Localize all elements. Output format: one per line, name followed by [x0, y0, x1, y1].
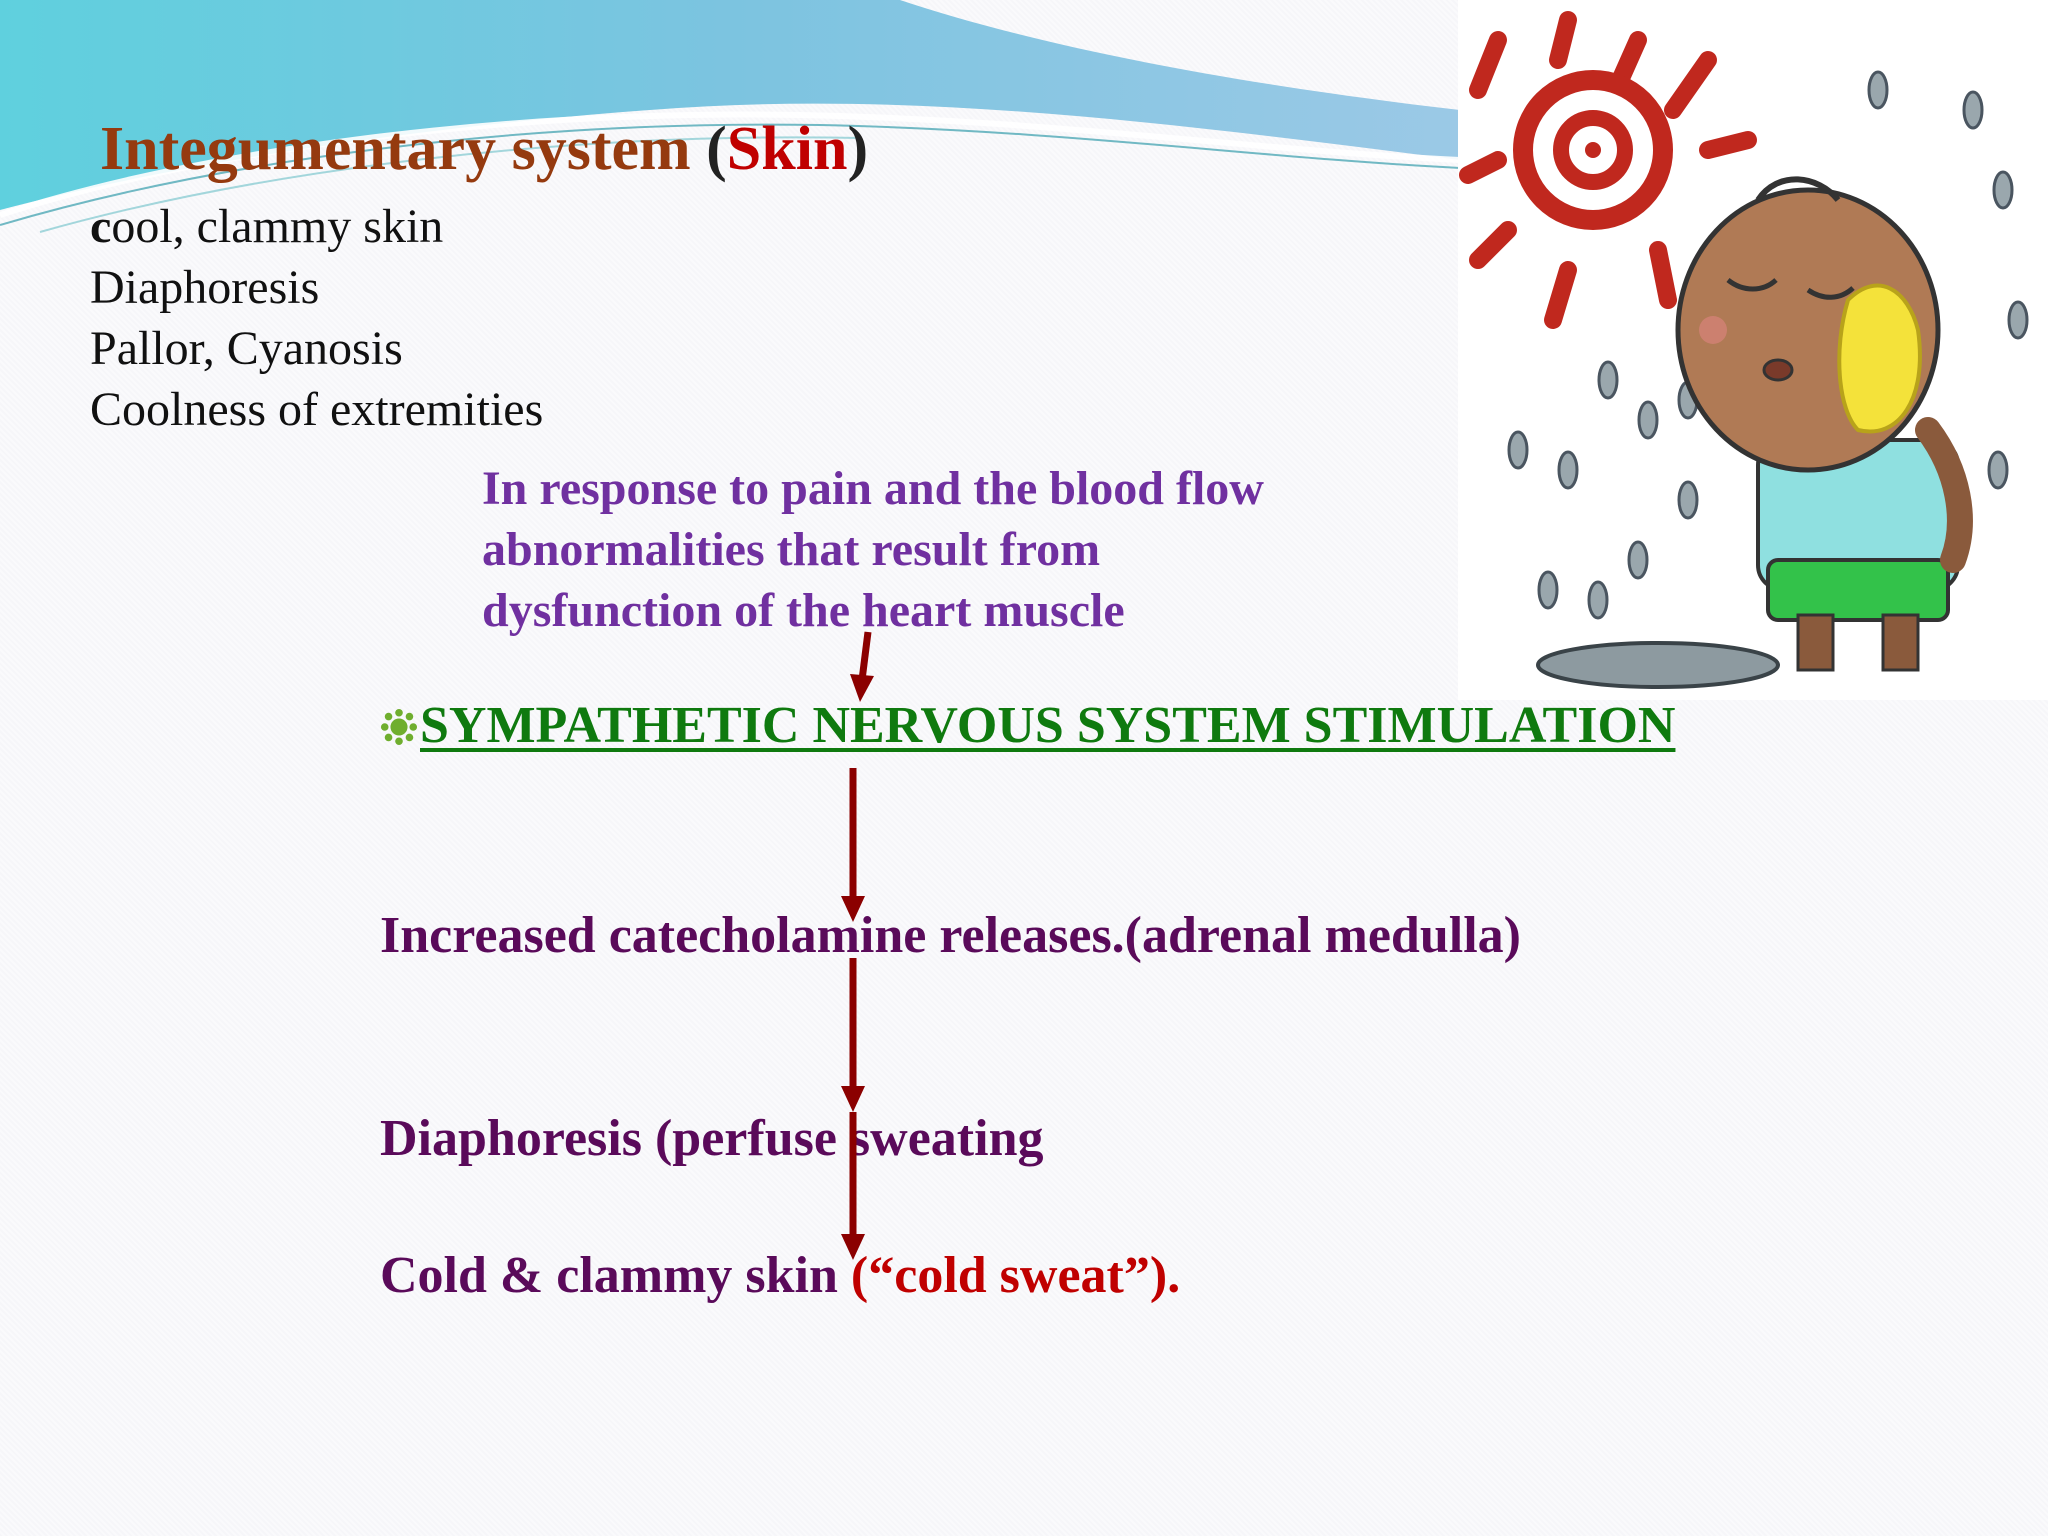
header-wave-decoration	[0, 0, 1460, 233]
title-main: Integumentary system	[100, 115, 691, 183]
symptom-text: ool, clammy skin	[111, 200, 444, 253]
symptom-item: Coolness of extremities	[90, 379, 543, 440]
starburst-bullet-icon	[380, 708, 418, 746]
sns-heading-text: SYMPATHETIC NERVOUS SYSTEM STIMULATION	[420, 697, 1676, 754]
symptom-item: Pallor, Cyanosis	[90, 318, 543, 379]
symptom-text: Diaphoresis	[90, 261, 320, 314]
response-line: In response to pain and the blood flow	[482, 462, 1264, 515]
symptom-first-letter: c	[90, 200, 112, 253]
title-emphasis: Skin	[726, 115, 848, 183]
sns-heading: SYMPATHETIC NERVOUS SYSTEM STIMULATION	[380, 700, 1675, 752]
title-open-paren: (	[706, 115, 727, 183]
step-diaphoresis: Diaphoresis (perfuse sweating	[380, 1110, 1044, 1167]
response-line: dysfunction of the heart muscle	[482, 584, 1125, 637]
symptom-item: cool, clammy skin	[90, 196, 543, 257]
symptom-text: Coolness of extremities	[90, 383, 544, 436]
sweating-child-sun-illustration	[1458, 0, 2048, 700]
step3-main: Cold & clammy skin	[380, 1247, 851, 1304]
symptom-item: Diaphoresis	[90, 257, 543, 318]
title-close-paren: )	[847, 115, 869, 183]
response-text: In response to pain and the blood flow a…	[482, 458, 1264, 641]
arrow-step1-to-step2-head	[841, 1086, 865, 1112]
response-line: abnormalities that result from	[482, 523, 1101, 576]
symptom-list: cool, clammy skin Diaphoresis Pallor, Cy…	[90, 196, 543, 440]
slide-title: Integumentary system (Skin)	[100, 118, 868, 180]
step3-emphasis: (“cold sweat”).	[850, 1247, 1181, 1304]
step-catecholamine: Increased catecholamine releases.(adrena…	[380, 907, 1521, 964]
step-cold-clammy: Cold & clammy skin (“cold sweat”).	[380, 1250, 1180, 1302]
symptom-text: Pallor, Cyanosis	[90, 322, 403, 375]
